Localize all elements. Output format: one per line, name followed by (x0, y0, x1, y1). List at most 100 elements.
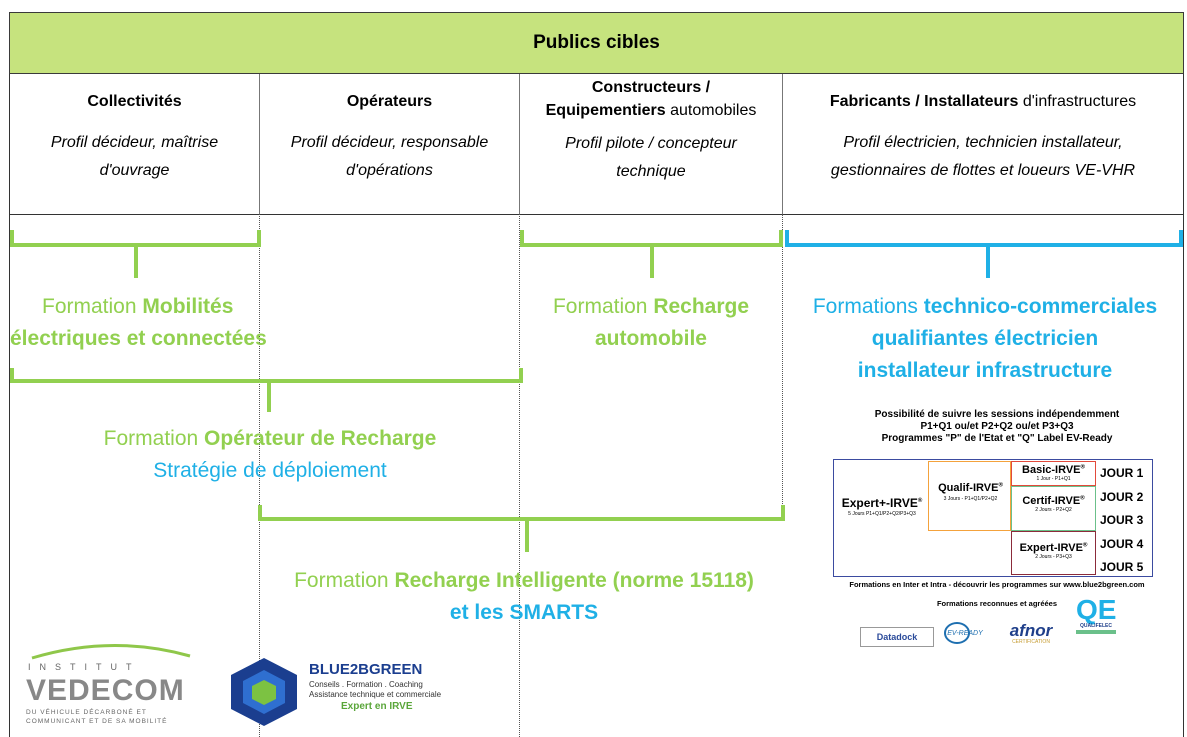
formation-mobilites: Formation Mobilités électriques et conne… (10, 291, 300, 355)
irve-basic-sub: 1 Jour - P1+Q1 (1036, 476, 1071, 482)
b2b-name: BLUE2BGREEN (309, 661, 423, 678)
irve-day: JOUR 1 (1100, 466, 1144, 480)
registered-mark: ® (1080, 495, 1085, 502)
text-bold: Recharge Intelligente (norme 15118) (394, 569, 754, 592)
text-bold: installateur infrastructure (857, 359, 1113, 382)
qualifelec-logo: QE QUALIFELEC (1076, 594, 1117, 634)
irve-intro-line: Possibilité de suivre les sessions indép… (874, 409, 1120, 420)
text-bold: technico-commerciales (923, 295, 1158, 318)
col-dotline-2 (519, 214, 520, 737)
vedecom-top: INSTITUT (28, 662, 141, 672)
registered-mark: ® (998, 482, 1003, 489)
irve-intro: Possibilité de suivre les sessions indép… (832, 409, 1162, 445)
bracket-collectivites (10, 230, 261, 247)
bracket-intelligente (258, 505, 785, 521)
col-profile: Profil décideur, responsable d'opération… (290, 134, 489, 179)
col-dotline-1 (259, 214, 260, 737)
vedecom-logo: INSTITUT VEDECOM DU VÉHICULE DÉCARBONÉ E… (22, 640, 202, 730)
col-title: Opérateurs (346, 93, 433, 110)
col-title-line2: Equipementiers (545, 102, 666, 119)
formation-intelligente: Formation Recharge Intelligente (norme 1… (258, 565, 790, 629)
text-part: Formation (552, 295, 654, 318)
qualifelec-icon: QE (1076, 594, 1117, 625)
col-profile: Profil décideur, maîtrise d'ouvrage (50, 134, 219, 179)
registered-mark: ® (917, 498, 923, 504)
text-bold: Mobilités (142, 295, 234, 318)
evready-label: EV-READY (947, 630, 983, 637)
irve-expert-sub: 2 Jours - P3+Q3 (1035, 554, 1072, 560)
text-bold: SMARTS (509, 601, 599, 624)
irve-footer-line: Formations reconnues et agréées (936, 599, 1058, 608)
irve-expert-title: Expert-IRVE® (1019, 542, 1088, 554)
blue2bgreen-logo: BLUE2BGREEN Conseils . Formation . Coach… (229, 656, 459, 728)
irve-day: JOUR 3 (1100, 513, 1144, 527)
irve-certif-title: Certif-IRVE® (1022, 495, 1085, 507)
text-bold: qualifiantes électricien (871, 327, 1099, 350)
evready-logo: EV-READY (940, 622, 990, 648)
col-title: Collectivités (87, 93, 182, 110)
text-bold: Opérateur de Recharge (204, 427, 437, 450)
datadock-label: Datadock (876, 632, 918, 642)
text-part: Formations (812, 295, 924, 318)
bracket-constructeurs (520, 230, 783, 247)
b2b-line: Assistance technique et commerciale (309, 690, 442, 699)
irve-qualif-title: Qualif-IRVE® (938, 482, 1003, 494)
irve-basic-title: Basic-IRVE® (1022, 464, 1085, 476)
table-header: Publics cibles (9, 12, 1184, 74)
afnor-sub: CERTIFICATION (1012, 639, 1050, 645)
left-border (9, 74, 10, 737)
irve-days: JOUR 1 JOUR 2 JOUR 3 JOUR 4 JOUR 5 (1100, 462, 1150, 580)
irve-expertplus-title: Expert+-IRVE® (841, 496, 923, 510)
text-bold: électriques et connectées (10, 327, 267, 350)
b2b-line: Conseils . Formation . Coaching (309, 680, 423, 689)
vedecom-sub: COMMUNICANT ET DE SA MOBILITÉ (26, 718, 168, 725)
irve-certif-box: Certif-IRVE® 2 Jours - P2+Q2 (1011, 486, 1096, 531)
irve-qualif-sub: 3 Jours - P1+Q1/P2+Q2 (943, 496, 998, 502)
irve-expert-box: Expert-IRVE® 2 Jours - P3+Q3 (1011, 531, 1096, 575)
right-border (1183, 74, 1184, 737)
text-part: Formation (294, 569, 395, 592)
text-bold: Recharge (653, 295, 750, 318)
text-part: et les (449, 601, 510, 624)
afnor-label: afnor (1009, 621, 1053, 640)
text-part: Formation (42, 295, 143, 318)
irve-footer: Formations en Inter et Intra - découvrir… (832, 580, 1162, 608)
col-title-line1: Constructeurs / (591, 79, 711, 96)
irve-basic-box: Basic-IRVE® 1 Jour - P1+Q1 (1011, 461, 1096, 486)
irve-day: JOUR 5 (1100, 560, 1144, 574)
col-profile: Profil électricien, technicien installat… (830, 134, 1136, 179)
registered-mark: ® (1082, 542, 1088, 549)
header-title: Publics cibles (533, 32, 660, 53)
col-profile: Profil pilote / concepteur technique (565, 135, 737, 180)
col-operateurs: Opérateurs Profil décideur, responsable … (260, 93, 519, 185)
cube-icon (231, 658, 297, 726)
vedecom-arc-icon (31, 643, 191, 660)
text-part: Formation (103, 427, 205, 450)
afnor-logo: afnor CERTIFICATION (996, 622, 1066, 645)
vedecom-name: VEDECOM (26, 674, 185, 707)
vedecom-sub: DU VÉHICULE DÉCARBONÉ ET (26, 709, 147, 716)
irve-expertplus-sub: 5 Jours P1+Q1/P2+Q2/P3+Q3 (848, 511, 916, 517)
qualifelec-bar (1076, 630, 1116, 634)
formation-technico: Formations technico-commerciales qualifi… (785, 291, 1185, 387)
datadock-logo: Datadock (860, 627, 934, 647)
col-dotline-3 (782, 214, 783, 514)
header-row-divider (9, 214, 1184, 215)
irve-day: JOUR 4 (1100, 536, 1144, 551)
col-constructeurs: Constructeurs / Equipementiers automobil… (520, 79, 782, 186)
irve-intro-line: Programmes "P" de l'Etat et "Q" Label EV… (881, 433, 1113, 444)
col-divider-1 (259, 74, 260, 214)
col-title-rest: d'infrastructures (1018, 93, 1137, 110)
irve-expertplus-box: Expert+-IRVE® 5 Jours P1+Q1/P2+Q2/P3+Q3 (833, 459, 1153, 577)
irve-qualif-box: Qualif-IRVE® 3 Jours - P1+Q1/P2+Q2 (928, 461, 1011, 531)
col-fabricants: Fabricants / Installateurs d'infrastruct… (783, 93, 1183, 185)
irve-footer-line: Formations en Inter et Intra - découvrir… (849, 580, 1145, 589)
formation-operateur: Formation Opérateur de Recharge Stratégi… (60, 423, 480, 487)
col-divider-3 (782, 74, 783, 214)
text-line: Stratégie de déploiement (153, 459, 387, 482)
qualifelec-label: QUALIFELEC (1080, 623, 1112, 629)
registered-mark: ® (1080, 464, 1085, 471)
irve-certif-sub: 2 Jours - P2+Q2 (1035, 507, 1072, 513)
col-title: Fabricants / Installateurs (829, 93, 1019, 110)
